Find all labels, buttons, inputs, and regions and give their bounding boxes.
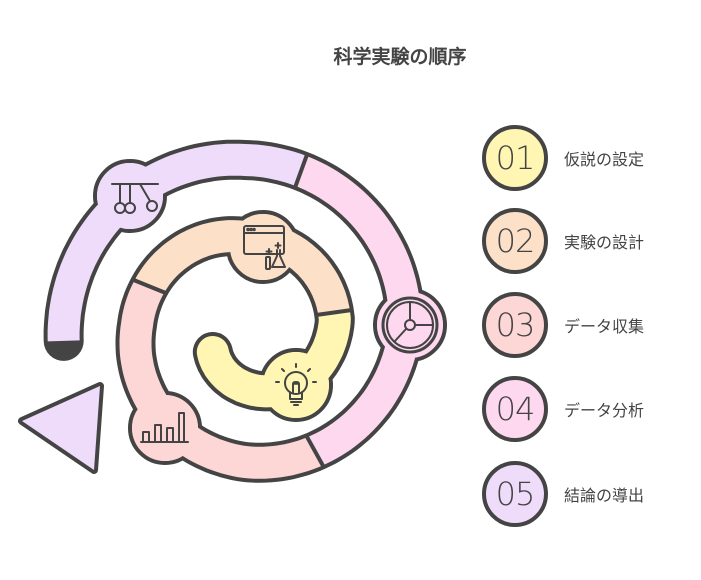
lab-flask-window-icon: [243, 225, 286, 270]
icon-bubble-fill: [263, 352, 329, 418]
step-label: 仮説の設定: [564, 150, 645, 169]
step-number-badge: 01: [482, 125, 548, 191]
bar-chart-icon: [140, 412, 189, 443]
step-3: 03 データ収集: [482, 290, 644, 360]
step-number-badge: 04: [482, 376, 548, 442]
arrowhead-fill: [22, 386, 100, 470]
segment-divider: [131, 277, 167, 295]
newtons-cradle-icon: [111, 183, 159, 214]
segment-divider: [315, 308, 353, 317]
step-2: 02 実験の設計: [482, 206, 644, 276]
step-label: 実験の設計: [564, 233, 645, 252]
segment-divider: [304, 434, 326, 469]
icon-bubble-fill: [230, 214, 296, 280]
segment-divider: [293, 153, 310, 189]
pie-bubble-ring: [381, 296, 439, 354]
step-number-badge: 03: [482, 292, 548, 358]
icon-bubble-fill: [132, 395, 198, 461]
step-5: 05 結論の導出: [482, 459, 644, 529]
step-label: データ収集: [564, 317, 645, 336]
diagram-title: 科学実験の順序: [333, 46, 467, 68]
pie-chart-icon: [386, 301, 434, 349]
step-number-badge: 05: [482, 461, 548, 527]
step-1: 01 仮説の設定: [482, 123, 644, 193]
spiral-bands: [22, 143, 422, 479]
step-number-badge: 02: [482, 208, 548, 274]
step-label: データ分析: [564, 401, 645, 420]
step-4: 04 データ分析: [482, 374, 644, 444]
step-label: 結論の導出: [564, 486, 645, 505]
segment-dividers: [131, 153, 353, 469]
lightbulb-icon: [275, 363, 317, 406]
